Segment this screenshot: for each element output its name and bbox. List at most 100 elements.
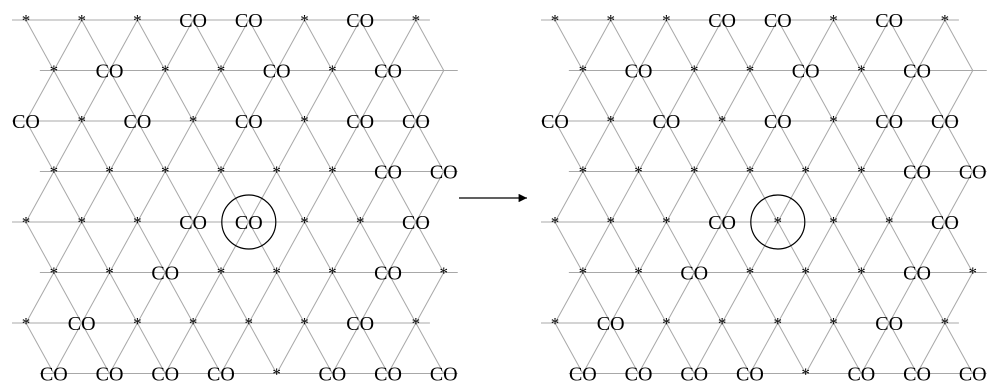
co-molecule: CO: [625, 364, 653, 382]
lattice-bond: [415, 120, 445, 172]
lattice-bond: [164, 322, 194, 374]
lattice-bond: [833, 19, 862, 71]
vacant-site: *: [579, 264, 588, 283]
co-molecule: CO: [12, 111, 40, 133]
lattice-bond: [192, 272, 222, 324]
lattice-bond: [888, 120, 918, 172]
co-molecule: CO: [541, 111, 569, 133]
co-molecule: CO: [318, 364, 346, 382]
lattice-bond: [860, 120, 890, 172]
vacant-site: *: [133, 11, 142, 30]
vacant-site: *: [634, 264, 643, 283]
lattice-bond: [944, 221, 974, 273]
lattice-bond: [693, 171, 723, 223]
lattice-bond: [833, 221, 862, 273]
lattice-bond: [81, 120, 110, 172]
lattice-bond: [554, 272, 584, 324]
vacant-site: *: [161, 62, 170, 81]
lattice-bond: [220, 70, 250, 122]
lattice-bond: [554, 221, 584, 273]
lattice-bond: [638, 171, 667, 223]
vacant-site: *: [161, 163, 170, 182]
vacant-site: *: [50, 163, 59, 182]
lattice-bond: [415, 70, 445, 122]
vacant-site: *: [328, 163, 337, 182]
lattice-bond: [610, 322, 639, 374]
lattice-bond: [638, 120, 667, 172]
lattice-bond: [860, 19, 890, 71]
vacant-site: *: [829, 11, 838, 30]
lattice-bond: [81, 272, 110, 324]
lattice-bond: [860, 70, 890, 122]
lattice-bond: [276, 171, 305, 223]
co-molecule: CO: [875, 313, 903, 335]
lattice-bond: [81, 70, 110, 122]
lattice-bond: [276, 322, 305, 374]
lattice-bond: [665, 171, 695, 223]
lattice-bond: [721, 171, 751, 223]
lattice-bond: [192, 171, 222, 223]
vacant-site: *: [300, 314, 309, 333]
lattice-bond: [610, 120, 639, 172]
lattice-bond: [721, 19, 751, 71]
lattice-bond: [860, 221, 890, 273]
lattice-bond: [331, 19, 361, 71]
lattice-bond: [248, 120, 278, 172]
vacant-site: *: [356, 213, 365, 232]
lattice-bond: [693, 70, 723, 122]
lattice-bond: [248, 171, 278, 223]
lattice-bond: [359, 19, 389, 71]
lattice-bond: [665, 272, 695, 324]
vacant-site: *: [774, 213, 783, 232]
vacant-site: *: [941, 314, 950, 333]
vacant-site: *: [857, 264, 866, 283]
vacant-site: *: [606, 213, 615, 232]
lattice-bond: [276, 120, 305, 172]
lattice-bond: [25, 272, 55, 324]
co-molecule: CO: [708, 212, 736, 234]
lattice-bond: [860, 272, 890, 324]
lattice-bond: [805, 120, 834, 172]
lattice-grid: [541, 19, 987, 374]
lattice-bond: [610, 70, 639, 122]
co-molecule: CO: [402, 111, 430, 133]
lattice-bond: [25, 120, 55, 172]
co-molecule: CO: [597, 313, 625, 335]
vacant-site: *: [941, 11, 950, 30]
vacant-site: *: [746, 163, 755, 182]
lattice-bond: [331, 221, 361, 273]
vacant-site: *: [718, 112, 727, 131]
vacant-site: *: [328, 264, 337, 283]
vacant-site: *: [801, 264, 810, 283]
lattice-bond: [25, 70, 55, 122]
co-molecule: CO: [931, 111, 959, 133]
lattice-bond: [359, 221, 389, 273]
vacant-site: *: [412, 11, 421, 30]
lattice-bond: [304, 272, 333, 324]
lattice-bond: [749, 120, 779, 172]
lattice-bond: [916, 171, 946, 223]
lattice-bond: [248, 70, 278, 122]
co-molecule: CO: [235, 212, 263, 234]
vacant-site: *: [662, 11, 671, 30]
lattice-bond: [136, 221, 166, 273]
lattice-bond: [777, 171, 807, 223]
lattice-bond: [638, 19, 667, 71]
lattice-bond: [248, 272, 278, 324]
lattice-bond: [665, 322, 695, 374]
lattice-bond: [415, 221, 445, 273]
lattice-bond: [136, 120, 166, 172]
vacant-site: *: [829, 112, 838, 131]
lattice-bond: [164, 221, 194, 273]
lattice-bond: [749, 221, 779, 273]
lattice-bond: [220, 272, 250, 324]
lattice-bond: [638, 322, 667, 374]
lattice-bond: [554, 322, 584, 374]
lattice-bond: [860, 171, 890, 223]
lattice-bond: [888, 19, 918, 71]
co-molecule: CO: [708, 10, 736, 32]
vacant-site: *: [690, 62, 699, 81]
vacant-site: *: [300, 112, 309, 131]
